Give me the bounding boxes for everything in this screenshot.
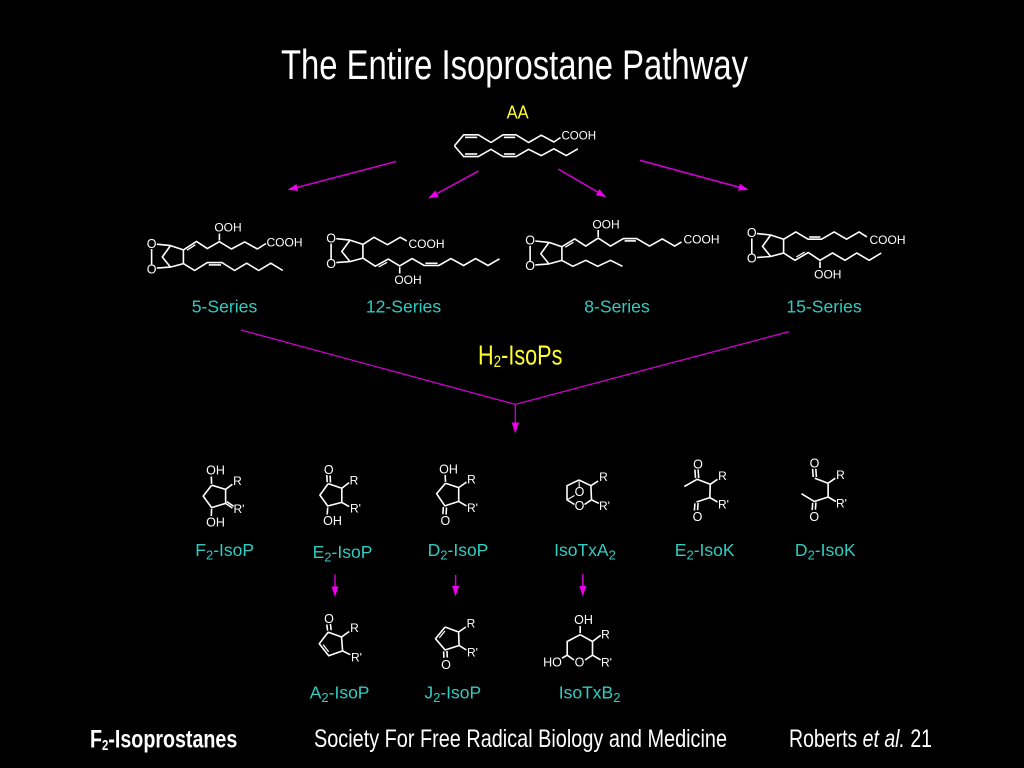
svg-text:D2-IsoP: D2-IsoP	[428, 540, 489, 563]
svg-text:R': R'	[601, 656, 612, 670]
svg-text:R': R'	[836, 497, 847, 511]
svg-text:O: O	[147, 262, 157, 276]
svg-text:COOH: COOH	[267, 236, 303, 250]
svg-text:R: R	[601, 628, 610, 642]
svg-text:O: O	[525, 259, 535, 273]
svg-text:O: O	[747, 226, 757, 240]
svg-text:R: R	[467, 617, 476, 631]
svg-text:The Entire Isoprostane Pathway: The Entire Isoprostane Pathway	[281, 41, 748, 88]
svg-text:OH: OH	[574, 613, 593, 627]
svg-text:IsoTxB2: IsoTxB2	[559, 683, 621, 706]
svg-text:E2-IsoP: E2-IsoP	[313, 542, 373, 565]
svg-text:R: R	[599, 470, 608, 484]
svg-text:O: O	[525, 234, 535, 248]
svg-text:R: R	[467, 473, 476, 487]
svg-text:OOH: OOH	[814, 268, 841, 282]
svg-text:R: R	[836, 468, 845, 482]
svg-text:O: O	[693, 510, 703, 524]
svg-text:O: O	[810, 457, 820, 471]
svg-text:O: O	[575, 485, 585, 499]
svg-text:IsoTxA2: IsoTxA2	[554, 540, 616, 563]
svg-text:O: O	[326, 257, 336, 271]
svg-text:E2-IsoK: E2-IsoK	[675, 540, 735, 563]
svg-text:OH: OH	[323, 514, 342, 528]
svg-text:COOH: COOH	[684, 233, 720, 247]
svg-text:12-Series: 12-Series	[366, 297, 442, 317]
svg-text:R: R	[233, 474, 242, 488]
svg-text:H2-IsoPs: H2-IsoPs	[478, 341, 562, 371]
svg-text:Society For Free Radical Biolo: Society For Free Radical Biology and Med…	[314, 725, 727, 753]
svg-text:R: R	[350, 621, 359, 635]
svg-text:O: O	[693, 458, 703, 472]
svg-text:R: R	[350, 474, 359, 488]
svg-text:OOH: OOH	[214, 221, 241, 235]
svg-text:R': R'	[234, 502, 245, 516]
svg-text:O: O	[575, 656, 585, 670]
svg-text:O: O	[324, 463, 334, 477]
svg-text:A2-IsoP: A2-IsoP	[310, 683, 370, 706]
svg-text:O: O	[441, 514, 451, 528]
svg-text:O: O	[324, 612, 334, 626]
svg-text:O: O	[747, 252, 757, 266]
svg-text:R': R'	[718, 498, 729, 512]
svg-text:O: O	[326, 231, 336, 245]
svg-text:COOH: COOH	[870, 233, 906, 247]
svg-text:R': R'	[599, 499, 610, 513]
svg-text:O: O	[147, 237, 157, 251]
svg-text:COOH: COOH	[409, 237, 445, 251]
svg-text:O: O	[809, 510, 819, 524]
svg-text:O: O	[575, 499, 585, 513]
svg-text:Roberts et al. 21: Roberts et al. 21	[789, 725, 932, 753]
svg-text:R': R'	[351, 651, 362, 665]
svg-text:5-Series: 5-Series	[192, 297, 258, 317]
svg-text:OOH: OOH	[394, 273, 421, 287]
svg-text:J2-IsoP: J2-IsoP	[424, 683, 481, 706]
svg-text:COOH: COOH	[562, 131, 597, 143]
svg-text:HO: HO	[543, 656, 562, 670]
svg-text:F2-Isoprostanes: F2-Isoprostanes	[90, 725, 237, 753]
svg-text:AA: AA	[507, 102, 530, 123]
svg-text:OH: OH	[439, 463, 458, 477]
svg-text:R: R	[718, 469, 727, 483]
svg-text:R': R'	[467, 646, 478, 660]
svg-text:F2-IsoP: F2-IsoP	[195, 540, 254, 563]
svg-text:O: O	[441, 658, 451, 672]
svg-text:R': R'	[467, 501, 478, 515]
svg-text:OH: OH	[206, 464, 225, 478]
svg-text:OOH: OOH	[592, 218, 619, 232]
svg-text:R': R'	[350, 502, 361, 516]
svg-text:8-Series: 8-Series	[584, 297, 650, 317]
svg-text:D2-IsoK: D2-IsoK	[795, 540, 856, 563]
svg-text:OH: OH	[206, 516, 225, 530]
svg-text:15-Series: 15-Series	[786, 297, 862, 317]
